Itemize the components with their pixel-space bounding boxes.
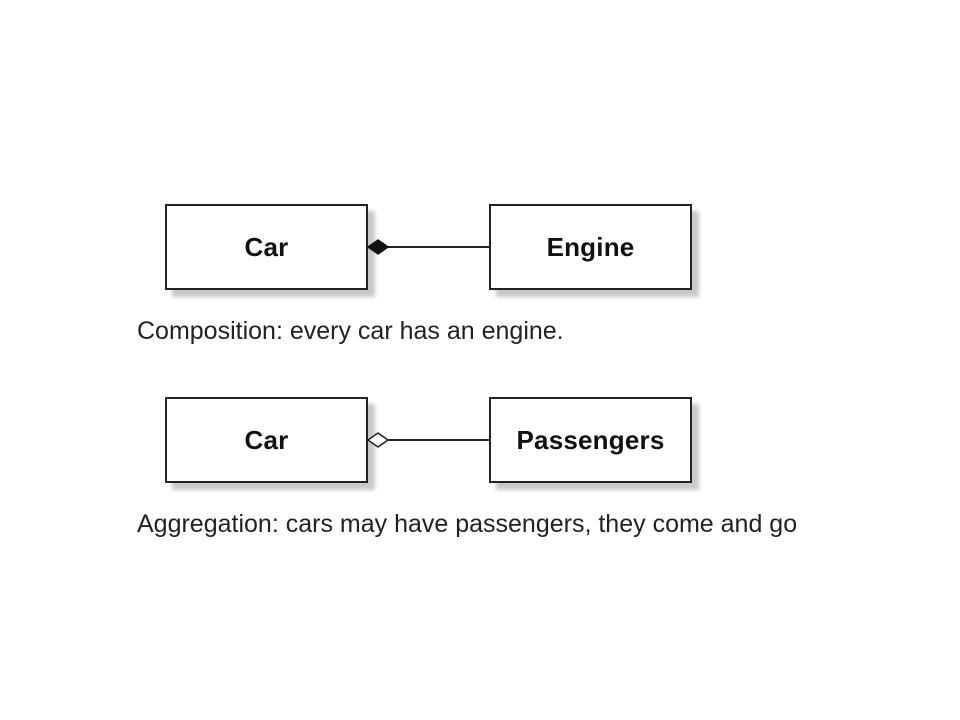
filled-diamond-icon bbox=[366, 239, 390, 255]
aggregation-caption: Aggregation: cars may have passengers, t… bbox=[137, 510, 798, 538]
hollow-diamond-icon bbox=[366, 432, 390, 448]
car-class-box[interactable]: Car bbox=[165, 397, 368, 483]
car-class-box[interactable]: Car bbox=[165, 204, 368, 290]
composition-caption: Composition: every car has an engine. bbox=[137, 317, 564, 345]
engine-class-box[interactable]: Engine bbox=[489, 204, 692, 290]
passengers-class-box[interactable]: Passengers bbox=[489, 397, 692, 483]
